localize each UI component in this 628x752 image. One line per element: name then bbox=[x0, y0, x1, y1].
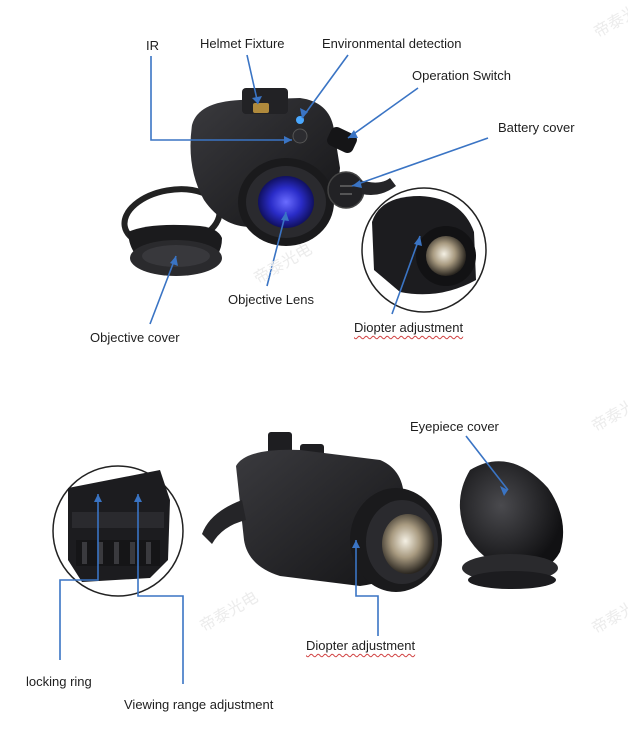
label-objective-lens: Objective Lens bbox=[228, 292, 314, 307]
leader-objective-lens bbox=[266, 211, 287, 287]
label-helmet-fixture: Helmet Fixture bbox=[200, 36, 285, 51]
eyepiece-cover bbox=[459, 461, 564, 589]
objective-lens-glass bbox=[258, 176, 314, 228]
top-device-illustration bbox=[121, 88, 487, 313]
leader-arrowheads bbox=[94, 96, 508, 548]
bottom-device-body bbox=[202, 432, 442, 592]
label-locking-ring: locking ring bbox=[26, 674, 92, 689]
top-device-body bbox=[190, 88, 396, 246]
leader-lines bbox=[59, 54, 509, 684]
label-eyepiece-cover: Eyepiece cover bbox=[410, 419, 499, 434]
bottom-lock-inset bbox=[52, 465, 184, 597]
label-operation-switch: Operation Switch bbox=[412, 68, 511, 83]
top-diopter-inset bbox=[361, 187, 487, 313]
leader-battery-cover bbox=[351, 137, 489, 187]
leader-locking-ring bbox=[59, 494, 99, 660]
leader-environmental-detection bbox=[301, 54, 349, 119]
label-battery-cover: Battery cover bbox=[498, 120, 575, 135]
leader-helmet-fixture bbox=[246, 54, 259, 105]
bottom-device-illustration bbox=[52, 432, 564, 597]
leader-viewing-range bbox=[137, 494, 184, 684]
label-viewing-range-adjustment: Viewing range adjustment bbox=[124, 697, 274, 712]
leader-objective-cover bbox=[149, 255, 177, 325]
leader-diopter-top bbox=[391, 235, 421, 315]
leader-diopter-bottom bbox=[355, 540, 379, 636]
label-objective-cover: Objective cover bbox=[90, 330, 180, 345]
label-diopter-adjustment-top: Diopter adjustment bbox=[354, 320, 464, 335]
leader-eyepiece-cover bbox=[465, 435, 509, 491]
label-ir: IR bbox=[146, 38, 159, 53]
leader-ir bbox=[150, 56, 292, 141]
leader-operation-switch bbox=[347, 87, 419, 139]
label-diopter-adjustment-bottom: Diopter adjustment bbox=[306, 638, 416, 653]
label-environmental-detection: Environmental detection bbox=[322, 36, 462, 51]
